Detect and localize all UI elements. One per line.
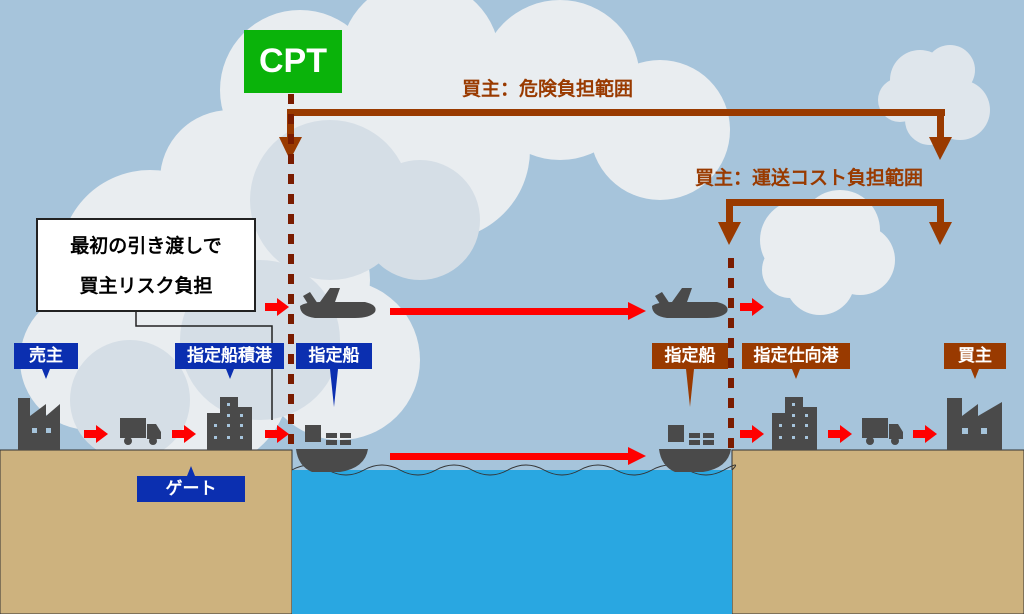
callout-line-1: 最初の引き渡しで [70,235,222,257]
arrow-right-icon [740,425,764,443]
arrow-right-icon [84,425,108,443]
buyer-vessel-tag: 指定船 [652,343,728,407]
seller-tag: 売主 [14,343,78,379]
incoterm-badge: CPT [244,30,342,93]
gate-tag: ゲート [137,466,245,502]
factory-icon [947,398,1002,450]
buyer-tag: 買主 [944,343,1006,379]
arrow-right-icon [265,298,289,316]
airplane-icon [300,288,376,318]
long-arrow-air [390,302,646,320]
loading-port-tag: 指定船積港 [175,343,284,379]
factory-icon [18,398,60,450]
arrow-right-icon [265,425,289,443]
cost-range-bracket [718,199,952,245]
building-icon [207,397,252,450]
arrow-right-icon [740,298,764,316]
cloud-small-right [878,45,990,145]
callout-line-2: 買主リスク負担 [79,275,213,297]
building-icon [772,397,817,450]
cloud-mid-right [760,190,895,315]
ship-icon [659,425,731,472]
truck-icon [862,418,903,445]
truck-icon [120,418,161,445]
arrow-right-icon [828,425,852,443]
land-left [0,449,293,614]
airplane-icon [652,288,728,318]
cost-range-label: 買主：運送コスト負担範囲 [695,167,924,189]
ship-icon [296,425,368,472]
risk-transfer-callout: 最初の引き渡しで 買主リスク負担 [36,218,256,312]
arrow-right-icon [913,425,937,443]
arrow-right-icon [172,425,196,443]
land-right [731,449,1024,614]
destination-port-tag: 指定仕向港 [742,343,850,379]
sea [292,470,732,614]
long-arrow-sea [390,447,646,465]
callout-connector [135,312,273,420]
risk-range-label: 買主：危険負担範囲 [462,78,634,100]
flow-arrows [84,298,937,465]
seller-vessel-tag: 指定船 [296,343,372,407]
